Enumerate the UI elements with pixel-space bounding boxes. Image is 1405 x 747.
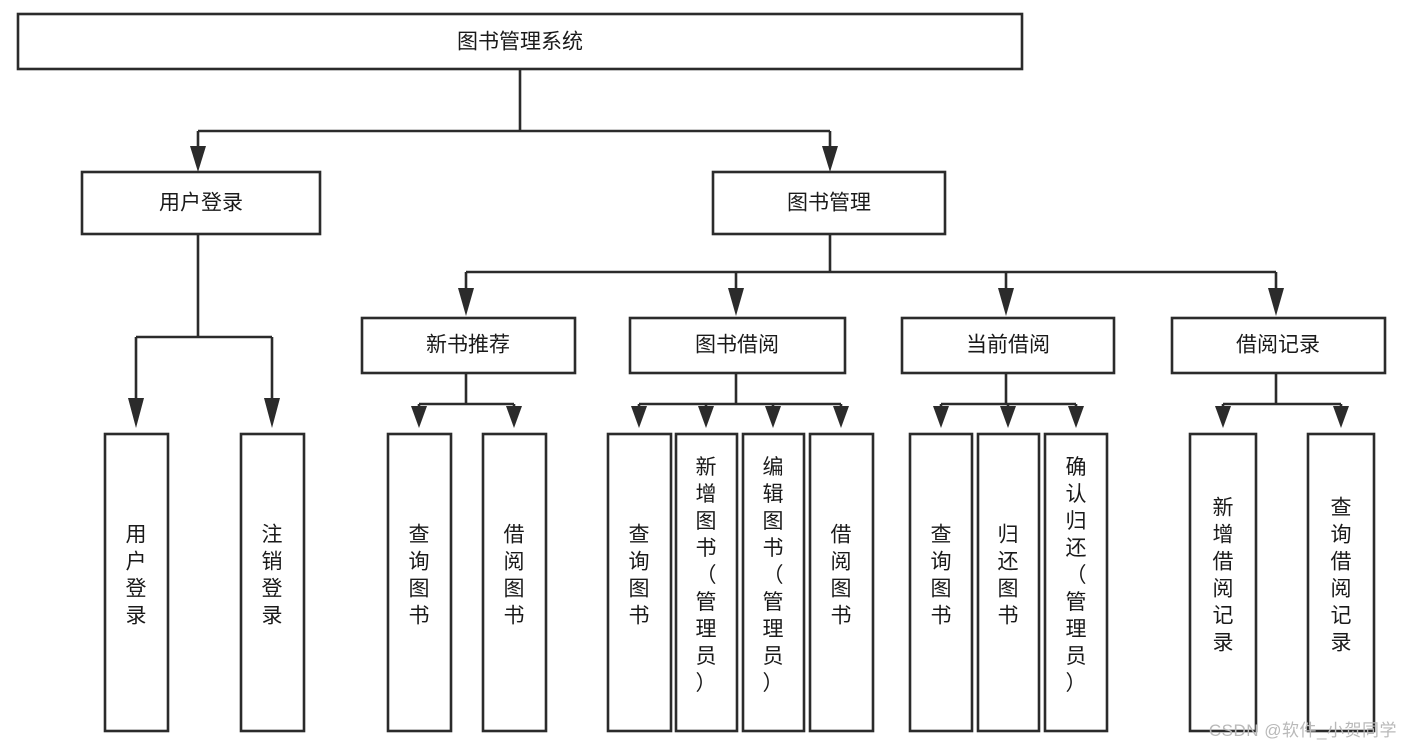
node-borrow-record[interactable]: 借阅记录 <box>1170 316 1387 375</box>
leaf-br-add-record-label: 新增借阅记录 <box>1213 497 1234 655</box>
connector-layer <box>128 69 1349 428</box>
node-book-management[interactable]: 图书管理 <box>711 170 947 236</box>
leaf-bb-borrow-book[interactable] <box>808 432 875 733</box>
node-borrow-record-label: 借阅记录 <box>1236 334 1320 357</box>
leaf-label-layer: 用户登录 注销登录 查询图书 借阅图书 查询图书 新增图书（管理员） 编辑图书（… <box>126 456 1352 695</box>
arrow-head-current-borrow <box>998 288 1014 316</box>
node-book-management-box[interactable] <box>711 170 947 236</box>
leaf-user-login-label: 用户登录 <box>126 524 147 628</box>
node-current-borrow[interactable]: 当前借阅 <box>900 316 1116 375</box>
leaf-nbr-borrow-book-box[interactable] <box>481 432 548 733</box>
leaf-cb-confirm-return-label: 确认归还（管理员） <box>1066 456 1087 695</box>
arrow-head-user-login <box>190 146 206 172</box>
leaf-br-add-record-box[interactable] <box>1188 432 1258 733</box>
arrow-head-book-mgmt <box>822 146 838 172</box>
node-book-borrow-label: 图书借阅 <box>695 334 779 357</box>
leaf-cb-return-book-box[interactable] <box>976 432 1041 733</box>
node-root[interactable]: 图书管理系统 <box>16 12 1024 71</box>
leaf-bb-query-book-label: 查询图书 <box>629 524 650 628</box>
leaf-bb-add-book-box[interactable] <box>674 432 739 733</box>
leaf-br-query-record-label: 查询借阅记录 <box>1331 497 1352 655</box>
leaf-br-add-record[interactable] <box>1188 432 1258 733</box>
leaf-user-login-box[interactable] <box>103 432 170 733</box>
arrow-head-book-borrow-leaf2 <box>698 406 714 428</box>
node-new-book-recommend-label: 新书推荐 <box>426 334 510 357</box>
arrow-head-borrow-record <box>1268 288 1284 316</box>
leaf-cb-confirm-return[interactable] <box>1043 432 1109 733</box>
arrow-head-new-book <box>458 288 474 316</box>
leaf-bb-query-book[interactable] <box>606 432 673 733</box>
arrow-head-new-book-leaf2 <box>506 406 522 428</box>
node-root-box[interactable] <box>16 12 1024 71</box>
leaf-cb-confirm-return-box[interactable] <box>1043 432 1109 733</box>
leaf-bb-query-book-box[interactable] <box>606 432 673 733</box>
arrow-head-book-borrow <box>728 288 744 316</box>
leaf-cb-query-book[interactable] <box>908 432 974 733</box>
leaf-nbr-query-book-box[interactable] <box>386 432 453 733</box>
leaf-user-login[interactable] <box>103 432 170 733</box>
arrow-head-borrow-record-leaf2 <box>1333 406 1349 428</box>
leaf-nbr-borrow-book-label: 借阅图书 <box>504 524 525 628</box>
arrow-head-user-login-leaf1 <box>128 398 144 428</box>
node-current-borrow-box[interactable] <box>900 316 1116 375</box>
leaf-bb-edit-book-box[interactable] <box>741 432 806 733</box>
leaf-cb-return-book-label: 归还图书 <box>998 524 1019 628</box>
leaf-nbr-borrow-book[interactable] <box>481 432 548 733</box>
leaf-nbr-query-book[interactable] <box>386 432 453 733</box>
leaf-bb-borrow-book-box[interactable] <box>808 432 875 733</box>
leaf-logout-label: 注销登录 <box>262 524 283 628</box>
node-new-book-recommend[interactable]: 新书推荐 <box>360 316 577 375</box>
node-root-label: 图书管理系统 <box>457 31 583 54</box>
leaf-bb-edit-book[interactable] <box>741 432 806 733</box>
node-book-borrow[interactable]: 图书借阅 <box>628 316 847 375</box>
arrow-head-new-book-leaf1 <box>411 406 427 428</box>
leaf-cb-query-book-label: 查询图书 <box>931 524 952 628</box>
leaf-bb-add-book[interactable] <box>674 432 739 733</box>
arrow-head-book-borrow-leaf4 <box>833 406 849 428</box>
leaf-bb-edit-book-label: 编辑图书（管理员） <box>763 456 784 695</box>
leaf-cb-query-book-box[interactable] <box>908 432 974 733</box>
node-user-login-label: 用户登录 <box>159 192 243 215</box>
node-book-borrow-box[interactable] <box>628 316 847 375</box>
arrow-head-current-borrow-leaf2 <box>1000 406 1016 428</box>
leaf-nbr-query-book-label: 查询图书 <box>409 524 430 628</box>
leaf-br-query-record[interactable] <box>1306 432 1376 733</box>
leaf-br-query-record-box[interactable] <box>1306 432 1376 733</box>
leaf-cb-return-book[interactable] <box>976 432 1041 733</box>
arrow-head-book-borrow-leaf1 <box>631 406 647 428</box>
leaf-logout-box[interactable] <box>239 432 306 733</box>
arrow-head-current-borrow-leaf3 <box>1068 406 1084 428</box>
leaf-bb-borrow-book-label: 借阅图书 <box>831 524 852 628</box>
node-new-book-recommend-box[interactable] <box>360 316 577 375</box>
arrow-head-book-borrow-leaf3 <box>765 406 781 428</box>
node-user-login-box[interactable] <box>80 170 322 236</box>
node-user-login[interactable]: 用户登录 <box>80 170 322 236</box>
leaf-bb-add-book-label: 新增图书（管理员） <box>696 456 717 695</box>
arrow-head-user-login-leaf2 <box>264 398 280 428</box>
node-current-borrow-label: 当前借阅 <box>966 334 1050 357</box>
watermark: CSDN @软件_小贺同学 <box>1208 721 1397 740</box>
node-book-management-label: 图书管理 <box>787 192 871 215</box>
node-borrow-record-box[interactable] <box>1170 316 1387 375</box>
arrow-head-current-borrow-leaf1 <box>933 406 949 428</box>
leaf-logout[interactable] <box>239 432 306 733</box>
arrow-head-borrow-record-leaf1 <box>1215 406 1231 428</box>
